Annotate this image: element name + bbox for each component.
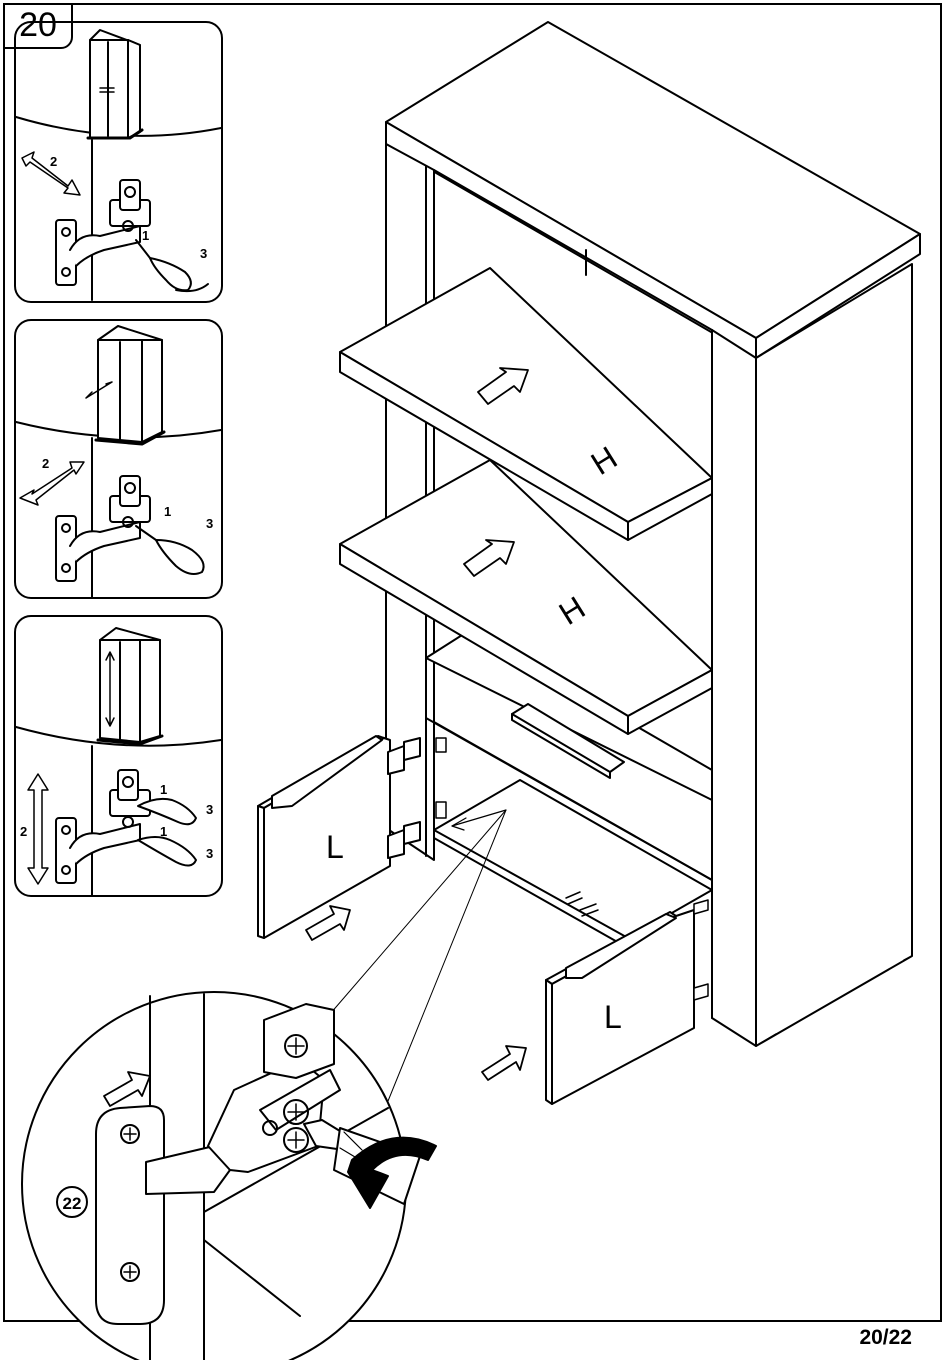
callout-part-number: 22 (63, 1194, 82, 1213)
door-label-l: L (326, 829, 344, 865)
adjust-step-3: 3 (200, 246, 207, 261)
cabinet-thumbnail (98, 628, 162, 744)
hinge-icon (56, 476, 150, 581)
adjust-step-1b: 1 (160, 824, 167, 839)
part-number-badge: 22 (57, 1187, 87, 1217)
hinge-adjust-panel-vertical: 2 1 1 3 3 (15, 616, 222, 896)
hinge-icon (694, 900, 708, 1000)
adjust-step-2: 2 (42, 456, 49, 471)
adjust-step-3a: 3 (206, 802, 213, 817)
adjust-step-1: 1 (142, 228, 149, 243)
vertical-arrow-icon (28, 774, 48, 884)
double-arrow-icon (20, 462, 84, 505)
hinge-adjust-panel-depth: 2 1 3 (15, 320, 222, 598)
hinge-closeup-callout: 22 (22, 992, 436, 1360)
adjust-step-2: 2 (20, 824, 27, 839)
hinge-adjust-panel-horizontal: 2 1 3 (15, 22, 222, 302)
door-label-l: L (604, 999, 622, 1035)
hinge-icon (56, 180, 150, 285)
screwdriver-icon (136, 526, 204, 574)
insert-arrow-icon (482, 1046, 526, 1080)
cabinet-thumbnail (86, 326, 164, 444)
adjust-step-3: 3 (206, 516, 213, 531)
adjust-step-1: 1 (164, 504, 171, 519)
hinge-icon (56, 770, 150, 883)
adjust-step-2: 2 (50, 154, 57, 169)
mount-plate-icon (436, 738, 446, 818)
adjust-step-3b: 3 (206, 846, 213, 861)
mounting-plate-closeup (96, 1106, 164, 1324)
cabinet-thumbnail (88, 30, 142, 138)
adjust-step-1a: 1 (160, 782, 167, 797)
screwdriver-icon (136, 240, 208, 291)
